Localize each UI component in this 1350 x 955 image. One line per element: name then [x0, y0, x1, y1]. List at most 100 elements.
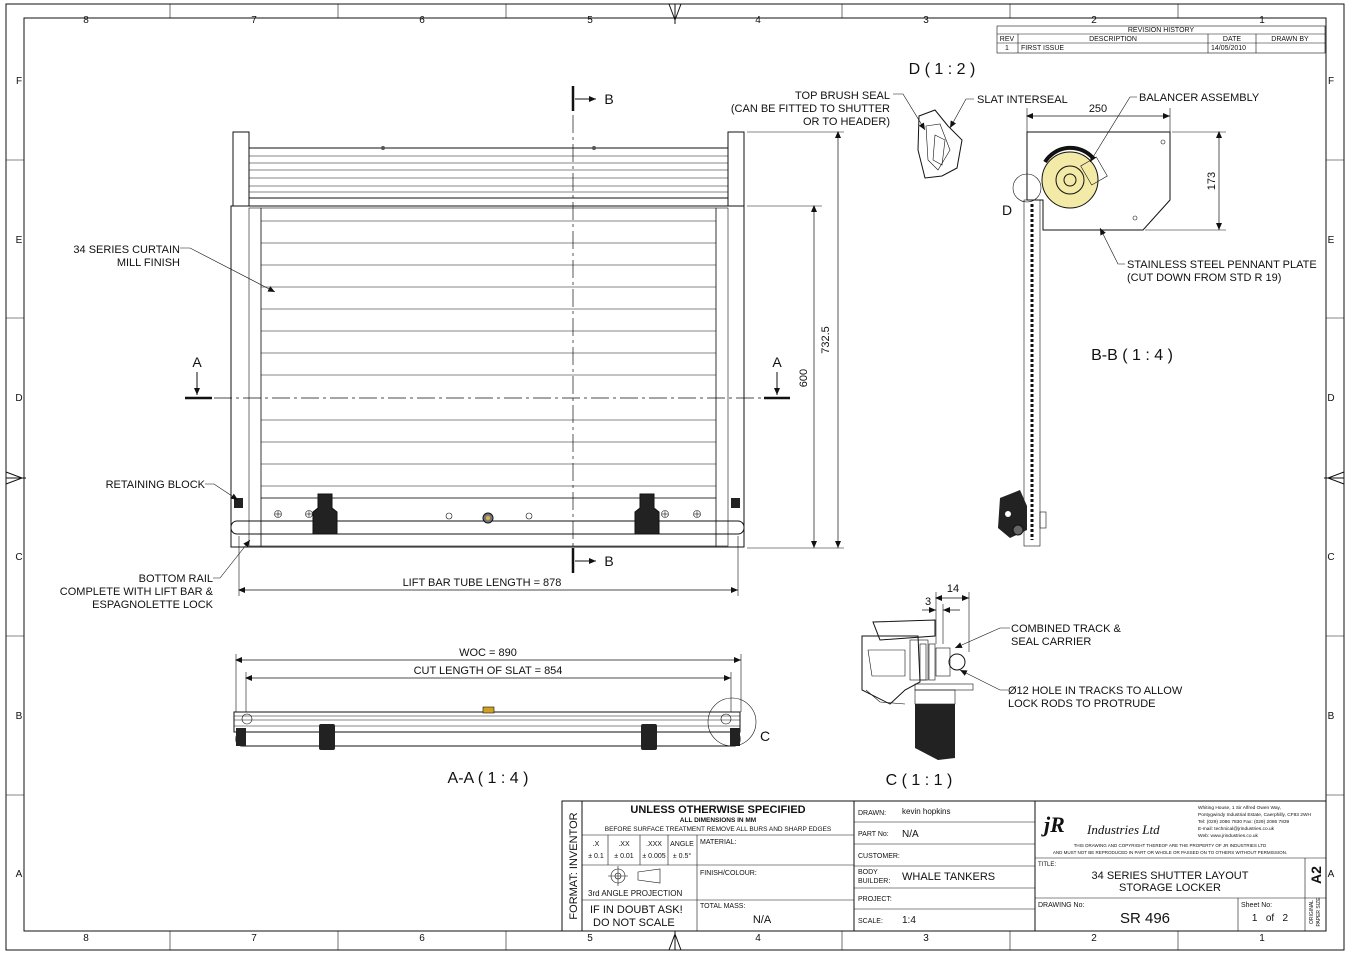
row-letter: E	[16, 235, 23, 246]
sheet-value: 1 of 2	[1252, 913, 1289, 924]
label-bottom-rail: BOTTOM RAIL	[139, 573, 213, 585]
col-number: 6	[419, 15, 425, 26]
drawing-title: 34 SERIES SHUTTER LAYOUT	[1092, 870, 1249, 882]
drawing-title: STORAGE LOCKER	[1119, 882, 1221, 894]
label-top-brush-seal: OR TO HEADER)	[803, 116, 890, 128]
doubt-note: DO NOT SCALE	[593, 917, 675, 929]
all-dimensions: ALL DIMENSIONS IN MM	[680, 817, 756, 824]
dim-height-total: 732.5	[820, 326, 832, 354]
paper-size-label: ORIGINAL	[1309, 900, 1315, 924]
detail-c-title: C ( 1 : 1 )	[886, 772, 953, 789]
dim-woc: WOC = 890	[459, 647, 517, 659]
body-builder-label: BODY	[858, 869, 878, 876]
detail-ref-c: C	[760, 728, 770, 744]
label-balancer-assembly: BALANCER ASSEMBLY	[1139, 92, 1260, 104]
company-address: Web: www.jrindustries.co.uk	[1198, 833, 1258, 839]
col-number: 1	[1259, 933, 1265, 944]
projection-label: 3rd ANGLE PROJECTION	[588, 889, 682, 898]
dim-c-14: 14	[947, 583, 959, 595]
section-label-b: B	[604, 553, 613, 569]
section-bb-view	[998, 96, 1226, 547]
paper-size-label: PAPER SIZE	[1316, 897, 1322, 927]
body-builder-value: WHALE TANKERS	[902, 871, 995, 883]
row-letter: A	[16, 869, 23, 880]
drawn-label: DRAWN:	[858, 810, 886, 817]
label-pennant-plate: STAINLESS STEEL PENNANT PLATE	[1127, 259, 1317, 271]
col-number: 2	[1091, 15, 1097, 26]
col-number: 4	[755, 933, 761, 944]
label-track-carrier: COMBINED TRACK &	[1011, 623, 1121, 635]
tol-head: .X	[593, 841, 600, 848]
col-number: 8	[83, 933, 89, 944]
row-letter: D	[15, 393, 22, 404]
scale-value: 1:4	[902, 915, 916, 926]
col-number: 3	[923, 15, 929, 26]
partno-value: N/A	[902, 829, 919, 840]
col-number: 3	[923, 933, 929, 944]
revision-table: REVISION HISTORY REV DESCRIPTION DATE DR…	[996, 25, 1326, 54]
row-letter: F	[1328, 76, 1334, 87]
drawing-no-label: DRAWING No:	[1038, 902, 1084, 909]
label-curtain: MILL FINISH	[117, 257, 180, 269]
tol-value: ± 0.005	[642, 853, 665, 860]
section-label-a: A	[192, 354, 202, 370]
revision-cell: FIRST ISSUE	[1021, 45, 1064, 52]
company-name: Industries Ltd	[1086, 822, 1160, 837]
dim-bb-width: 250	[1089, 103, 1107, 115]
revision-header: DESCRIPTION	[1089, 36, 1137, 43]
label-retaining-block: RETAINING BLOCK	[106, 479, 206, 491]
revision-cell: 1	[1005, 45, 1009, 52]
company-logo: jR	[1041, 812, 1065, 837]
section-aa-title: A-A ( 1 : 4 )	[448, 770, 529, 787]
section-bb-title: B-B ( 1 : 4 )	[1091, 347, 1173, 364]
company-address: Whiting House, 1 Sir Alfred Owen Way,	[1198, 805, 1281, 811]
label-top-brush-seal: (CAN BE FITTED TO SHUTTER	[731, 103, 890, 115]
revision-title: REVISION HISTORY	[1128, 27, 1195, 34]
revision-header: DATE	[1223, 36, 1241, 43]
surface-note: BEFORE SURFACE TREATMENT REMOVE ALL BURS…	[605, 826, 832, 833]
row-letter: C	[15, 552, 22, 563]
tol-head: .XX	[618, 841, 630, 848]
partno-label: PART No:	[858, 831, 889, 838]
col-number: 2	[1091, 933, 1097, 944]
col-number: 7	[251, 933, 257, 944]
company-address: Tel: (029) 2086 7830 Fax: (029) 2086 783…	[1198, 819, 1290, 825]
tol-value: ± 0.5°	[673, 852, 692, 860]
finish-label: FINISH/COLOUR:	[700, 870, 757, 877]
dim-bb-height: 173	[1206, 172, 1218, 190]
label-bottom-rail: COMPLETE WITH LIFT BAR &	[60, 586, 214, 598]
body-builder-label: BUILDER:	[858, 878, 890, 885]
col-number: 6	[419, 933, 425, 944]
row-letter: B	[16, 711, 23, 722]
label-curtain: 34 SERIES CURTAIN	[73, 244, 180, 256]
detail-d-title: D ( 1 : 2 )	[909, 61, 976, 78]
revision-header: DRAWN BY	[1271, 36, 1309, 43]
col-number: 1	[1259, 15, 1265, 26]
section-label-b: B	[604, 91, 613, 107]
dim-lift-bar: LIFT BAR TUBE LENGTH = 878	[403, 577, 562, 589]
tol-value: ± 0.1	[588, 853, 604, 860]
tol-head: .XXX	[646, 841, 662, 848]
detail-ref-d: D	[1002, 202, 1012, 218]
copyright-note: THIS DRAWING AND COPYRIGHT THEREOF ARE T…	[1074, 843, 1267, 848]
dim-cut-length: CUT LENGTH OF SLAT = 854	[414, 665, 563, 677]
section-label-a: A	[772, 354, 782, 370]
label-top-brush-seal: TOP BRUSH SEAL	[795, 90, 890, 102]
label-pennant-plate: (CUT DOWN FROM STD R 19)	[1127, 272, 1281, 284]
col-number: 7	[251, 15, 257, 26]
col-number: 4	[755, 15, 761, 26]
sheet-label: Sheet No:	[1241, 902, 1272, 909]
project-label: PROJECT:	[858, 896, 892, 903]
title-block	[561, 800, 1327, 932]
format-label: FORMAT: INVENTOR	[568, 812, 580, 919]
customer-label: CUSTOMER:	[858, 853, 900, 860]
doubt-note: IF IN DOUBT ASK!	[590, 904, 683, 916]
revision-header: REV	[1000, 36, 1015, 43]
row-letter: F	[16, 76, 22, 87]
tol-head: ANGLE	[670, 841, 694, 848]
row-letter: C	[1327, 552, 1334, 563]
col-number: 5	[587, 15, 593, 26]
section-aa-view	[233, 654, 757, 750]
drawing-number: SR 496	[1120, 910, 1170, 927]
